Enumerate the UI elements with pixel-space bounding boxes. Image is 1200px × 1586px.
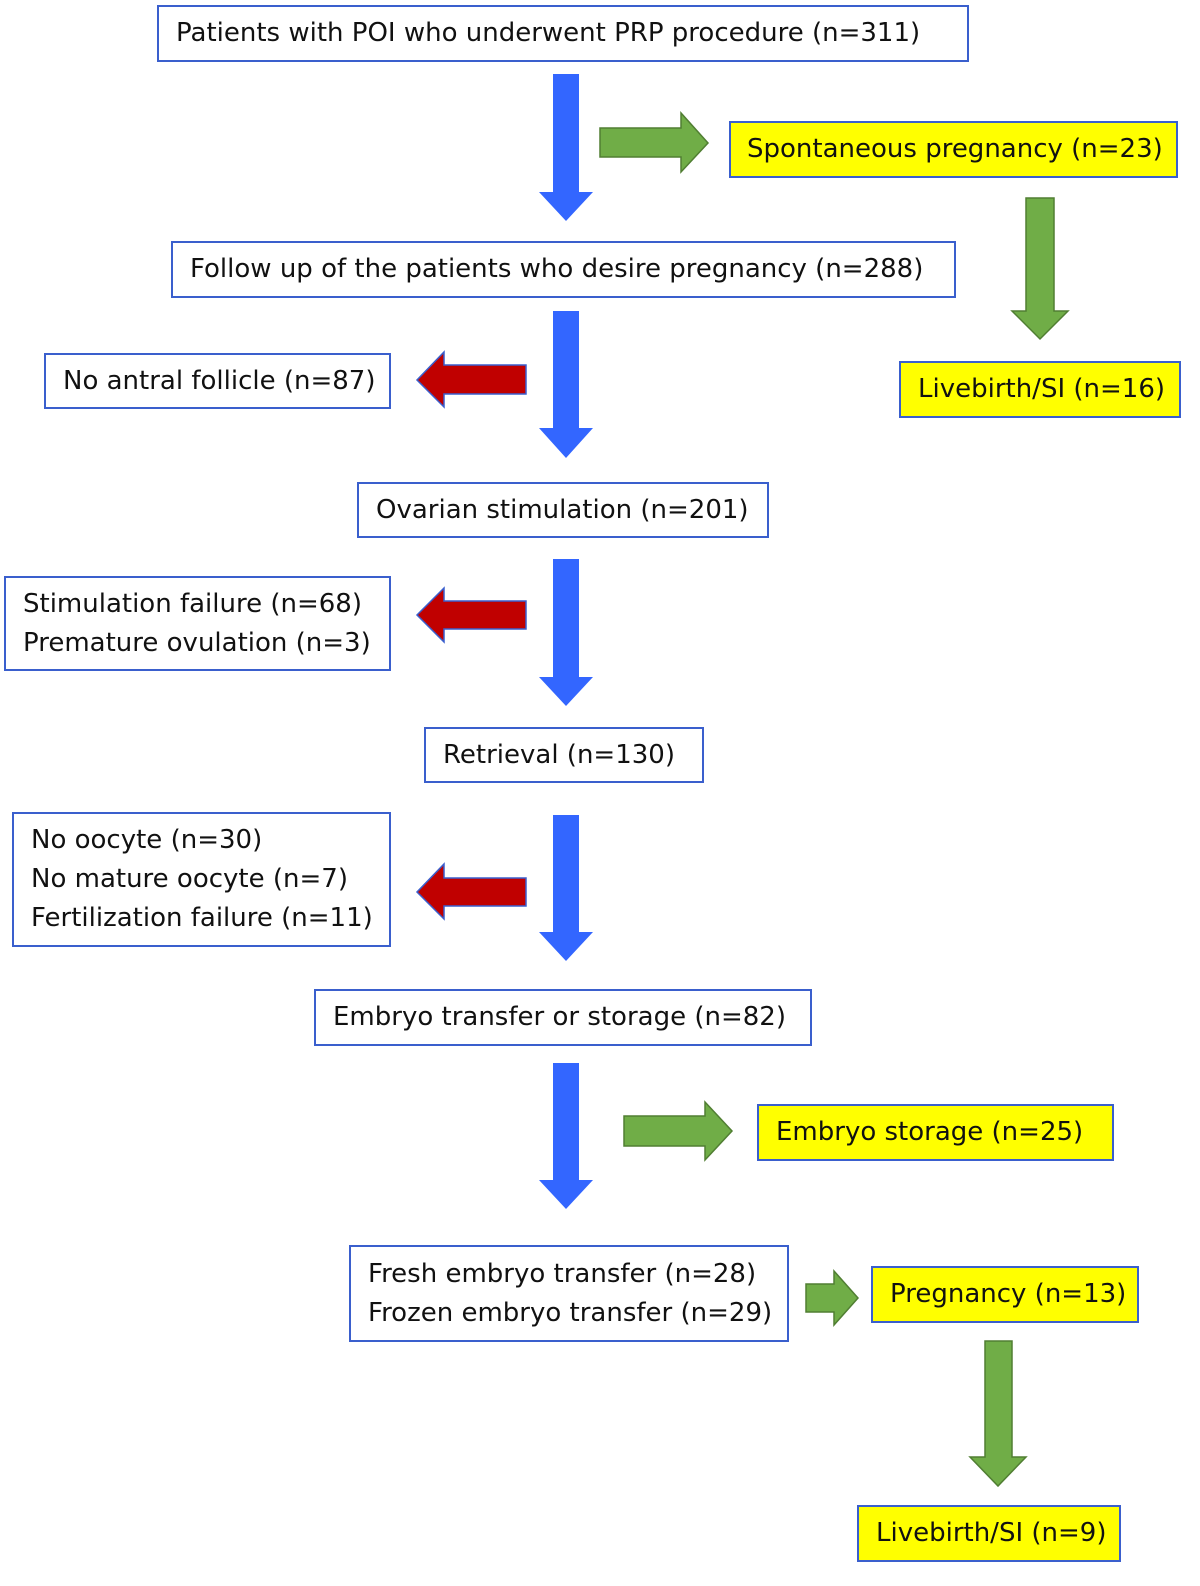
box-embryo-transfer-or-storage: Embryo transfer or storage (n=82) xyxy=(314,989,812,1046)
box-spontaneous-pregnancy: Spontaneous pregnancy (n=23) xyxy=(729,121,1178,178)
box-text-line: Embryo storage (n=25) xyxy=(776,1117,1084,1147)
box-no-antral-follicle: No antral follicle (n=87) xyxy=(44,353,391,409)
box-text-line: Retrieval (n=130) xyxy=(443,739,675,770)
box-text-line: Ovarian stimulation (n=201) xyxy=(376,494,749,525)
box-text-line: Fresh embryo transfer (n=28) xyxy=(368,1258,757,1289)
box-text-line: Pregnancy (n=13) xyxy=(890,1279,1127,1309)
right-arrow-spontaneous xyxy=(599,111,710,174)
box-text-line: Frozen embryo transfer (n=29) xyxy=(368,1297,773,1328)
box-text-line: Stimulation failure (n=68) xyxy=(23,588,362,619)
box-livebirth-spontaneous: Livebirth/SI (n=16) xyxy=(899,361,1181,418)
box-text-line: No mature oocyte (n=7) xyxy=(31,864,348,894)
box-text-line: Embryo transfer or storage (n=82) xyxy=(333,1002,786,1032)
box-poi-prp: Patients with POI who underwent PRP proc… xyxy=(157,5,969,62)
box-text-line: Premature ovulation (n=3) xyxy=(23,627,371,658)
box-text-line: No oocyte (n=30) xyxy=(31,825,263,855)
box-embryo-storage: Embryo storage (n=25) xyxy=(757,1104,1114,1161)
box-text-line: Spontaneous pregnancy (n=23) xyxy=(747,134,1163,164)
down-arrow-livebirth-ivf xyxy=(968,1340,1028,1488)
down-arrow-3 xyxy=(539,559,593,706)
box-text-line: Patients with POI who underwent PRP proc… xyxy=(176,18,921,48)
down-arrow-1 xyxy=(539,74,593,221)
down-arrow-5 xyxy=(539,1063,593,1209)
box-no-oocyte: No oocyte (n=30) No mature oocyte (n=7) Fe… xyxy=(12,812,391,947)
box-embryo-transfers: Fresh embryo transfer (n=28) Frozen embry… xyxy=(349,1245,789,1342)
box-pregnancy: Pregnancy (n=13) xyxy=(871,1266,1139,1323)
box-text-line: Fertilization failure (n=11) xyxy=(31,903,373,933)
box-ovarian-stimulation: Ovarian stimulation (n=201) xyxy=(357,482,769,538)
box-text-line: Livebirth/SI (n=9) xyxy=(876,1518,1107,1548)
left-arrow-no-antral xyxy=(415,350,527,409)
right-arrow-storage xyxy=(623,1100,734,1162)
right-arrow-pregnancy xyxy=(805,1269,860,1327)
box-retrieval: Retrieval (n=130) xyxy=(424,727,704,783)
down-arrow-2 xyxy=(539,311,593,458)
box-text-line: No antral follicle (n=87) xyxy=(63,365,376,396)
down-arrow-livebirth-spontaneous xyxy=(1010,197,1070,341)
box-text-line: Follow up of the patients who desire pre… xyxy=(190,254,924,284)
left-arrow-stimulation-failure xyxy=(415,586,527,644)
box-stimulation-failure: Stimulation failure (n=68) Premature ovul… xyxy=(4,576,391,671)
box-follow-up: Follow up of the patients who desire pre… xyxy=(171,241,956,298)
left-arrow-no-oocyte xyxy=(415,862,527,921)
box-text-line: Livebirth/SI (n=16) xyxy=(918,374,1166,404)
box-livebirth-ivf: Livebirth/SI (n=9) xyxy=(857,1505,1121,1562)
down-arrow-4 xyxy=(539,815,593,961)
